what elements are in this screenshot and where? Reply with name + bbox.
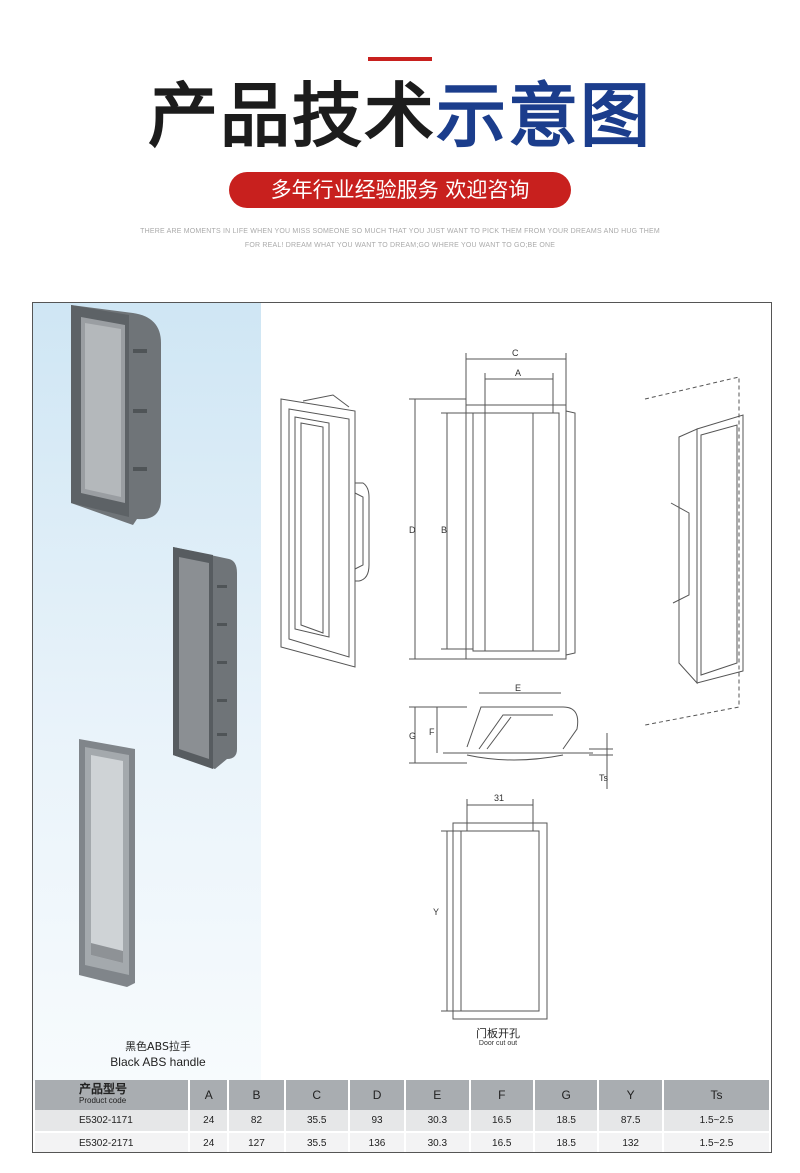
header-col-d: D xyxy=(348,1080,407,1110)
table-cell: 30.3 xyxy=(405,1131,471,1152)
service-pill: 多年行业经验服务 欢迎咨询 xyxy=(229,172,571,208)
table-row: E5302-1171 24 82 35.5 93 30.3 16.5 18.5 … xyxy=(35,1110,771,1132)
row-product-code: E5302-2171 xyxy=(35,1131,190,1152)
page-title: 产品技术示意图 xyxy=(0,72,800,160)
dim-g-label: G xyxy=(409,731,416,741)
side-section-view xyxy=(409,692,613,789)
door-cutout-view xyxy=(441,799,548,1020)
product-caption-cn: 黑色ABS拉手 xyxy=(125,1040,191,1053)
tagline-2: FOR REAL! DREAM WHAT YOU WANT TO DREAM;G… xyxy=(244,242,556,249)
header-col-ts: Ts xyxy=(662,1080,771,1110)
spec-table: 产品型号 Product code A B C D E F G Y Ts E53… xyxy=(35,1080,771,1152)
product-handle-photo-3 xyxy=(79,739,135,987)
dim-f-label: F xyxy=(429,727,435,737)
table-cell: 18.5 xyxy=(533,1110,600,1132)
table-cell: 87.5 xyxy=(598,1110,664,1132)
dim-d-label: D xyxy=(409,525,416,535)
header-col-f: F xyxy=(469,1080,535,1110)
table-cell: 24 xyxy=(189,1131,230,1152)
tagline-1: THERE ARE MOMENTS IN LIFE WHEN YOU MISS … xyxy=(140,228,660,235)
product-handle-photo-2 xyxy=(173,547,237,769)
spec-frame: 黑色ABS拉手 Black ABS handle xyxy=(32,302,772,1153)
header-product-code-cn: 产品型号 xyxy=(79,1082,128,1096)
dim-y-label: Y xyxy=(433,907,439,917)
table-cell: 93 xyxy=(348,1110,407,1132)
table-row: E5302-2171 24 127 35.5 136 30.3 16.5 18.… xyxy=(35,1131,771,1152)
table-cell: 18.5 xyxy=(533,1131,600,1152)
dim-b-label: B xyxy=(441,525,447,535)
table-cell: 24 xyxy=(189,1110,230,1132)
technical-drawing: C A D B E G F Ts 31 Y xyxy=(280,348,744,1020)
perspective-view-right xyxy=(644,376,744,726)
header-product-code-en: Product code xyxy=(79,1096,127,1105)
spec-table-header: 产品型号 Product code A B C D E F G Y Ts xyxy=(35,1080,771,1110)
table-cell: 1.5~2.5 xyxy=(662,1110,771,1132)
front-view xyxy=(409,353,576,660)
dim-e-label: E xyxy=(515,683,521,693)
product-photo-panel: 黑色ABS拉手 Black ABS handle xyxy=(33,303,261,1081)
page-title-dark: 产品技术 xyxy=(148,75,436,157)
cutout-caption-cn: 门板开孔 xyxy=(476,1027,520,1040)
page-title-blue: 示意图 xyxy=(436,75,652,157)
header-col-b: B xyxy=(228,1080,286,1110)
title-accent-bar xyxy=(368,57,432,61)
header-col-g: G xyxy=(533,1080,600,1110)
table-cell: 82 xyxy=(228,1110,286,1132)
table-cell: 1.5~2.5 xyxy=(662,1131,771,1152)
header-col-e: E xyxy=(405,1080,471,1110)
row-product-code: E5302-1171 xyxy=(35,1110,190,1132)
dim-c-label: C xyxy=(512,348,519,358)
table-cell: 136 xyxy=(348,1131,407,1152)
table-cell: 16.5 xyxy=(469,1131,535,1152)
header-col-c: C xyxy=(284,1080,350,1110)
table-cell: 132 xyxy=(598,1131,664,1152)
dim-a-label: A xyxy=(515,368,521,378)
table-cell: 35.5 xyxy=(284,1110,350,1132)
product-photos xyxy=(71,305,237,987)
perspective-view-left xyxy=(280,394,370,668)
header-col-a: A xyxy=(189,1080,230,1110)
table-cell: 35.5 xyxy=(284,1131,350,1152)
cutout-caption-en: Door cut out xyxy=(478,1040,518,1047)
dim-ts-label: Ts xyxy=(599,773,609,783)
product-handle-photo-1 xyxy=(71,305,161,525)
dim-31-label: 31 xyxy=(494,793,504,803)
table-cell: 16.5 xyxy=(469,1110,535,1132)
table-cell: 127 xyxy=(228,1131,286,1152)
header-product-code: 产品型号 Product code xyxy=(35,1080,190,1110)
header-col-y: Y xyxy=(598,1080,664,1110)
table-cell: 30.3 xyxy=(405,1110,471,1132)
product-caption-en: Black ABS handle xyxy=(110,1055,206,1069)
